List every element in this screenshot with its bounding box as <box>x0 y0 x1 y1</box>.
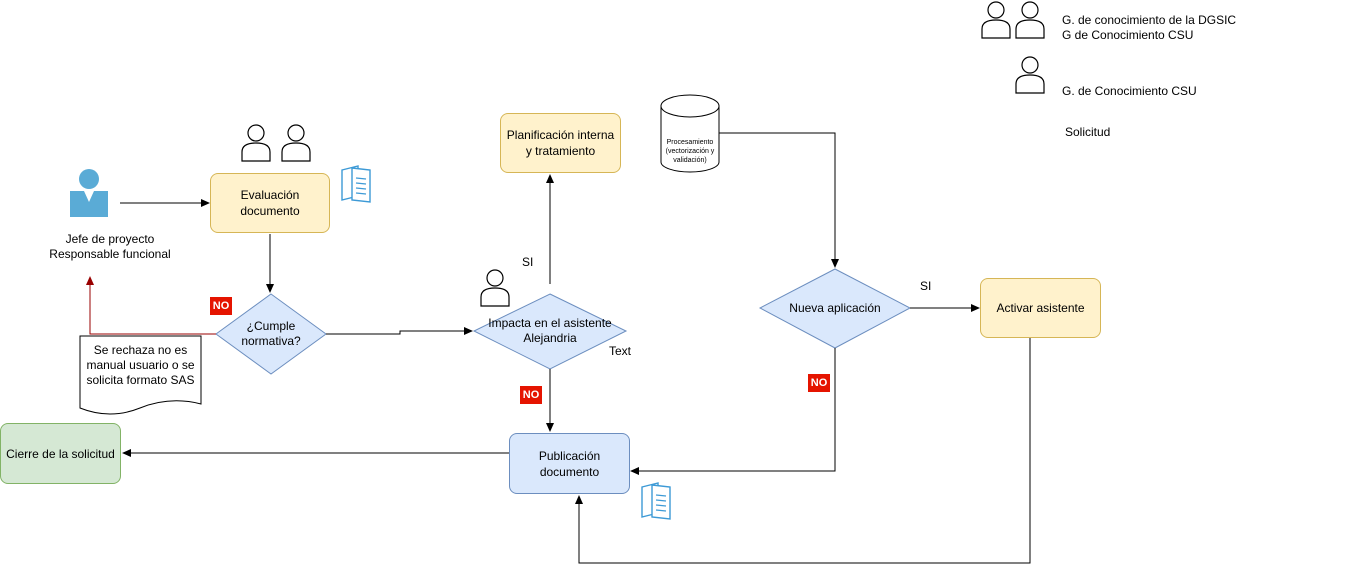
actor-label-line1: Jefe de proyecto <box>65 232 155 246</box>
no-badge-impacta: NO <box>520 386 542 404</box>
edge-cumple-impacta <box>326 327 473 335</box>
person-icon <box>281 124 311 162</box>
decision-cumple-label: ¿Cumple normativa? <box>241 319 301 348</box>
edge-nueva-publicacion <box>630 348 836 475</box>
database-icon <box>660 94 720 173</box>
person-icon <box>1015 56 1045 94</box>
si-label-impacta: SI <box>522 255 534 269</box>
rechazo-note-shape <box>79 335 202 415</box>
cierre-solicitud-box: Cierre de la solicitud <box>0 423 121 484</box>
legend-group-csu-single: G. de Conocimiento CSU <box>1062 84 1197 98</box>
planificacion-box: Planificación interna y tratamiento <box>500 113 621 173</box>
activar-asistente-box: Activar asistente <box>980 278 1101 338</box>
actor-user-icon <box>70 169 108 217</box>
edge-cumple-rechazo <box>86 276 216 335</box>
person-icon <box>480 269 510 307</box>
edge-procesamiento-nueva <box>719 132 839 268</box>
actor-label-line2: Responsable funcional <box>49 247 171 261</box>
rechazo-note-text: Se rechaza no es manual usuario o se sol… <box>86 342 195 387</box>
decision-cumple-diamond <box>215 293 327 375</box>
no-badge-cumple: NO <box>210 297 232 315</box>
publicacion-documento-box: Publicación documento <box>509 433 630 494</box>
document-icon <box>641 482 671 520</box>
decision-nueva-label: Nueva aplicación <box>789 300 881 315</box>
legend-group-csu: G de Conocimiento CSU <box>1062 28 1194 42</box>
person-icon <box>1015 1 1045 39</box>
text-placeholder-label: Text <box>609 344 632 358</box>
si-label-nueva: SI <box>920 279 932 293</box>
person-icon <box>241 124 271 162</box>
edge-activar-publicacion <box>575 338 1031 564</box>
legend-solicitud: Solicitud <box>1065 125 1111 139</box>
no-badge-nueva: NO <box>808 374 830 392</box>
document-icon <box>341 165 371 203</box>
legend-group-dgsic: G. de conocimiento de la DGSIC <box>1062 13 1237 27</box>
actor-label: Jefe de proyecto Responsable funcional <box>20 231 200 263</box>
evaluacion-documento-box: Evaluación documento <box>210 173 330 233</box>
person-icon <box>981 1 1011 39</box>
decision-impacta-label: Impacta en el asistente Alejandria <box>488 316 612 345</box>
procesamiento-label: Procesamiento (vectorización y validació… <box>665 138 715 164</box>
